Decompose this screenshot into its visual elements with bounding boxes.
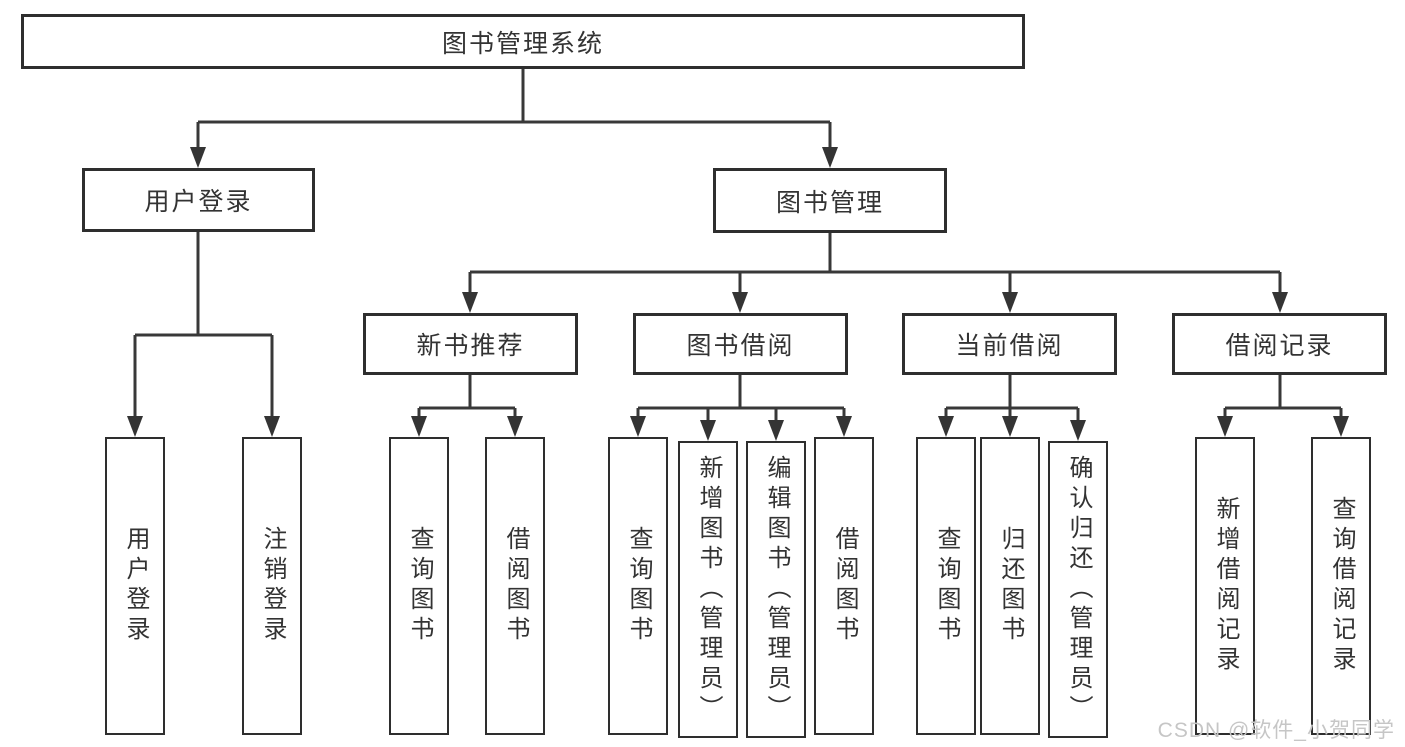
leaf-cb-return-books: 归还图书 <box>980 437 1040 735</box>
leaf-nb-borrow-books: 借阅图书 <box>485 437 545 735</box>
leaf-nb-query-books-label: 查询图书 <box>406 526 433 646</box>
arrow-icon <box>630 416 646 437</box>
node-current-borrow: 当前借阅 <box>902 313 1117 375</box>
leaf-bb-query-books: 查询图书 <box>608 437 668 735</box>
node-book-borrow-label: 图书借阅 <box>686 332 795 360</box>
arrow-icon <box>938 416 954 437</box>
node-book-borrow: 图书借阅 <box>633 313 848 375</box>
arrow-icon <box>1272 292 1288 313</box>
leaf-user-login: 用户登录 <box>105 437 165 735</box>
arrow-icon <box>836 416 852 437</box>
arrow-icon <box>1002 416 1018 437</box>
node-book-management: 图书管理 <box>713 168 947 233</box>
leaf-logout: 注销登录 <box>242 437 302 735</box>
leaf-cb-query-books: 查询图书 <box>916 437 976 735</box>
leaf-cb-return-books-label: 归还图书 <box>997 526 1024 646</box>
arrow-icon <box>732 292 748 313</box>
arrow-icon <box>700 420 716 441</box>
node-borrow-records: 借阅记录 <box>1172 313 1387 375</box>
leaf-bb-borrow-books-label: 借阅图书 <box>831 526 858 646</box>
arrow-icon <box>507 416 523 437</box>
node-book-management-label: 图书管理 <box>775 188 884 217</box>
leaf-bb-query-books-label: 查询图书 <box>625 526 652 646</box>
arrow-icon <box>822 147 838 168</box>
arrow-icon <box>411 416 427 437</box>
leaf-cb-confirm-return-admin: 确认归还（管理员） <box>1048 441 1108 738</box>
leaf-br-query-record-label: 查询借阅记录 <box>1328 496 1355 676</box>
connector-new-book-branch <box>417 375 517 424</box>
leaf-nb-borrow-books-label: 借阅图书 <box>502 526 529 646</box>
arrow-icon <box>1002 292 1018 313</box>
leaf-bb-borrow-books: 借阅图书 <box>814 437 874 735</box>
connector-book-borrow-branch <box>636 375 846 428</box>
leaf-br-add-record: 新增借阅记录 <box>1195 437 1255 735</box>
connector-root-branch <box>196 69 832 150</box>
node-borrow-records-label: 借阅记录 <box>1225 332 1334 360</box>
connector-borrow-records-branch <box>1223 375 1343 424</box>
leaf-bb-add-books-admin: 新增图书（管理员） <box>678 441 738 738</box>
arrow-icon <box>768 420 784 441</box>
leaf-nb-query-books: 查询图书 <box>389 437 449 735</box>
arrow-icon <box>264 416 280 437</box>
leaf-logout-label: 注销登录 <box>259 526 286 646</box>
node-new-book-recommend-label: 新书推荐 <box>416 332 525 360</box>
leaf-bb-edit-books-admin: 编辑图书（管理员） <box>746 441 806 738</box>
leaf-bb-add-books-admin-label: 新增图书（管理员） <box>695 454 722 725</box>
connector-user-login-branch <box>133 232 274 420</box>
arrow-icon <box>1217 416 1233 437</box>
node-user-login-branch-label: 用户登录 <box>144 188 253 216</box>
arrow-icon <box>1070 420 1086 441</box>
leaf-user-login-label: 用户登录 <box>122 526 149 646</box>
node-user-login-branch: 用户登录 <box>82 168 315 232</box>
leaf-cb-confirm-return-admin-label: 确认归还（管理员） <box>1065 454 1092 725</box>
node-new-book-recommend: 新书推荐 <box>363 313 578 375</box>
leaf-cb-query-books-label: 查询图书 <box>933 526 960 646</box>
node-root-label: 图书管理系统 <box>441 29 604 58</box>
leaf-br-query-record: 查询借阅记录 <box>1311 437 1371 735</box>
leaf-bb-edit-books-admin-label: 编辑图书（管理员） <box>763 454 790 725</box>
connector-book-management-branch <box>468 233 1282 296</box>
leaf-br-add-record-label: 新增借阅记录 <box>1212 496 1239 676</box>
node-current-borrow-label: 当前借阅 <box>955 332 1064 360</box>
arrow-icon <box>127 416 143 437</box>
arrow-icon <box>1333 416 1349 437</box>
arrow-icon <box>462 292 478 313</box>
arrow-icon <box>190 147 206 168</box>
node-root: 图书管理系统 <box>21 14 1025 69</box>
